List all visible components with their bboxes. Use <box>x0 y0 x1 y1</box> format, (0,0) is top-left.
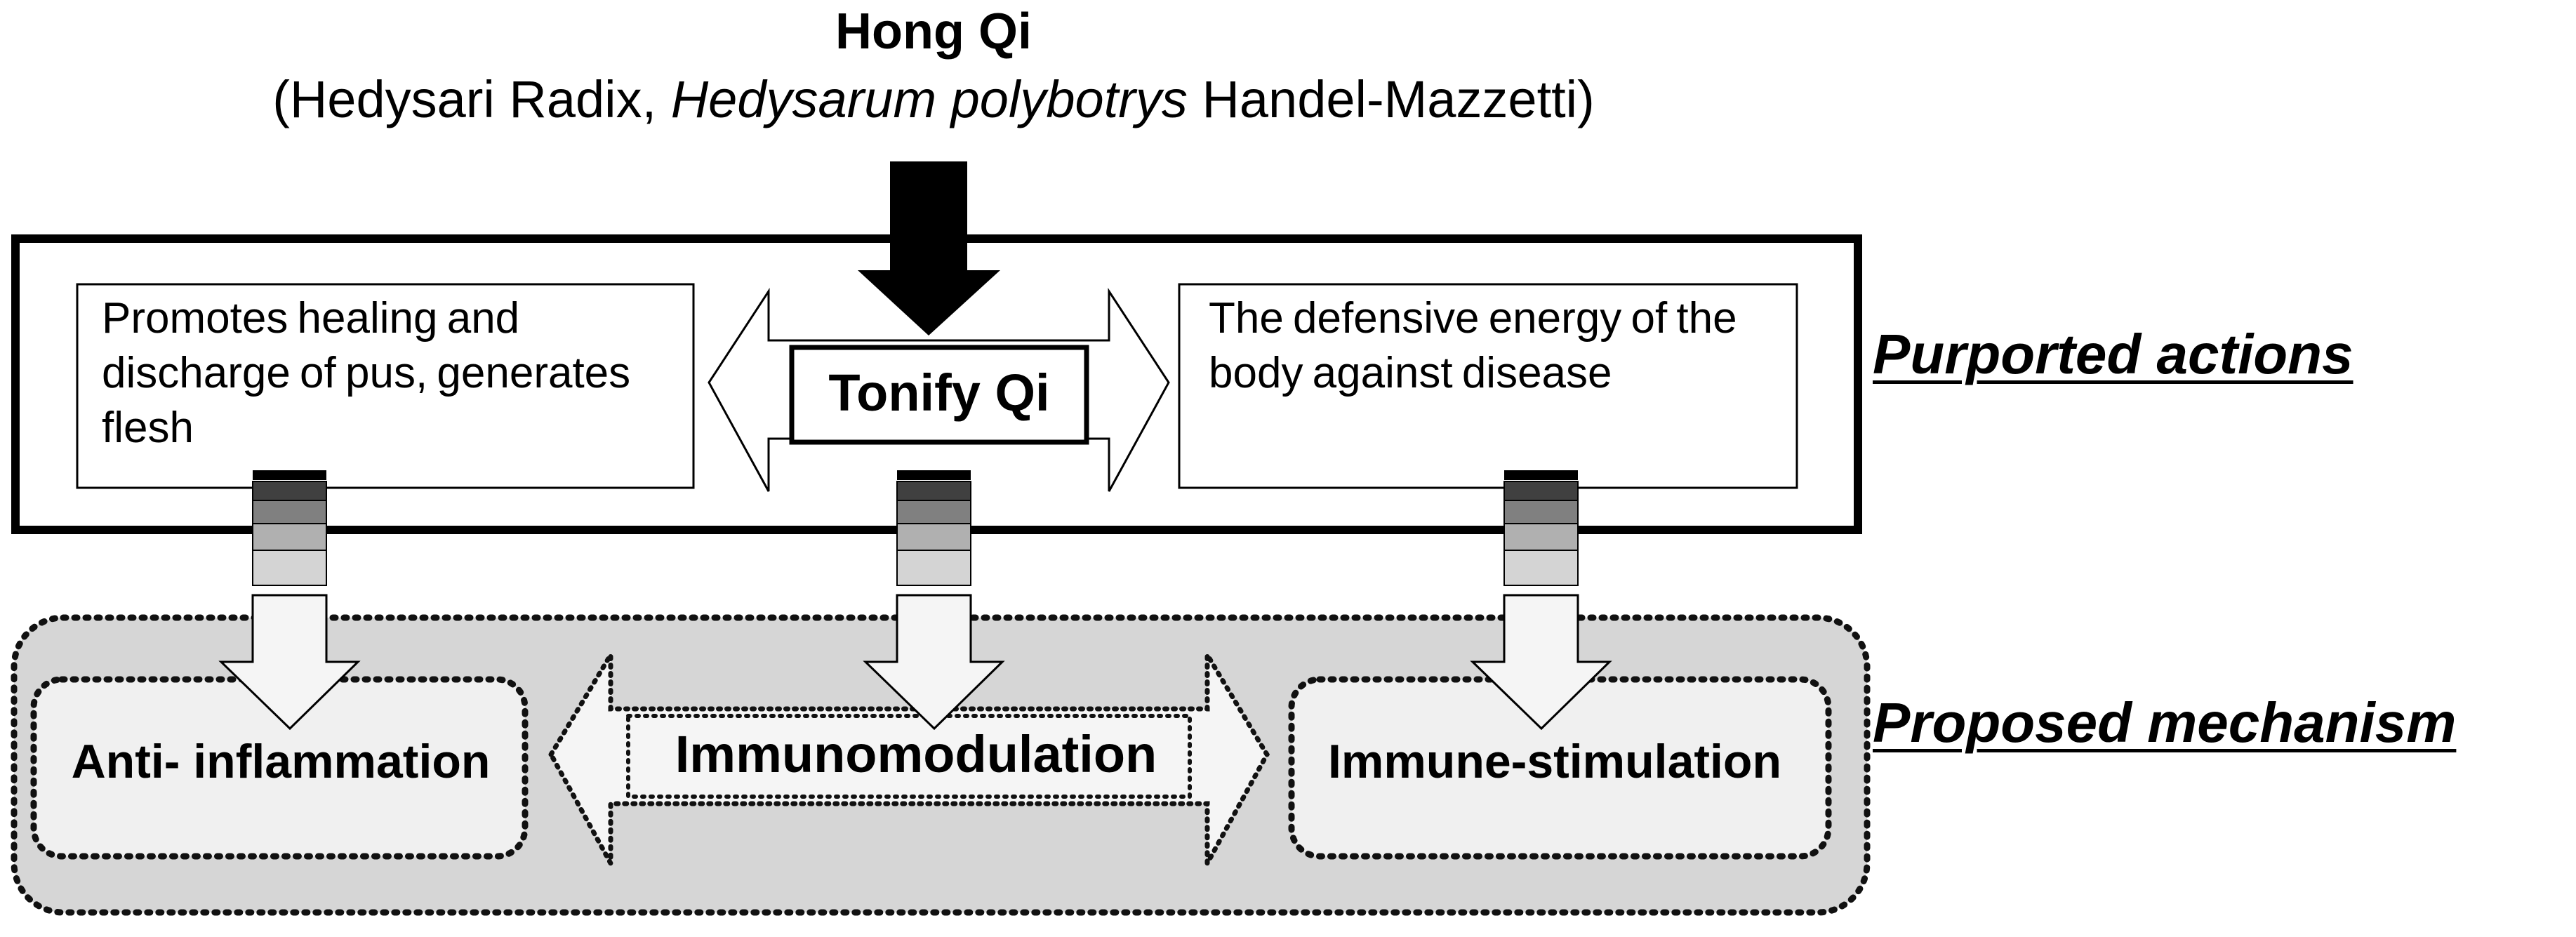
diagram-subtitle: (Hedysari Radix, Hedysarum polybotrys Ha… <box>0 65 1867 135</box>
subtitle-close: Handel-Mazzetti) <box>1187 70 1595 128</box>
diagram-title: Hong Qi <box>835 4 1032 60</box>
left-down-arrow-icon <box>218 594 361 731</box>
right-action-text: The defensive energy of the body against… <box>1209 294 1737 397</box>
subtitle-open: (Hedysari Radix, <box>272 70 671 128</box>
right-gradient-connector <box>1503 470 1579 586</box>
immune-stimulation-label: Immune-stimulation <box>1327 735 1782 788</box>
subtitle-species: Hedysarum polybotrys <box>670 70 1188 128</box>
anti-inflammation-label: Anti- inflammation <box>71 735 491 788</box>
down-arrow-icon <box>858 161 1000 335</box>
center-down-arrow-icon <box>863 594 1005 731</box>
tonify-box <box>789 345 1089 445</box>
center-gradient-connector <box>896 470 971 586</box>
right-action-box <box>1178 283 1798 489</box>
purported-actions-label: Purported actions <box>1873 323 2353 385</box>
proposed-mechanism-label: Proposed mechanism <box>1873 691 2457 754</box>
left-action-text: Promotes healing and discharge of pus, g… <box>102 294 631 452</box>
right-down-arrow-icon <box>1470 594 1612 731</box>
left-gradient-connector <box>252 470 327 586</box>
immunomodulation-inner-box <box>626 714 1192 799</box>
left-action-box <box>76 283 695 489</box>
immunomodulation-label: Immunomodulation <box>675 725 1157 783</box>
tonify-qi-label: Tonify Qi <box>828 364 1050 422</box>
